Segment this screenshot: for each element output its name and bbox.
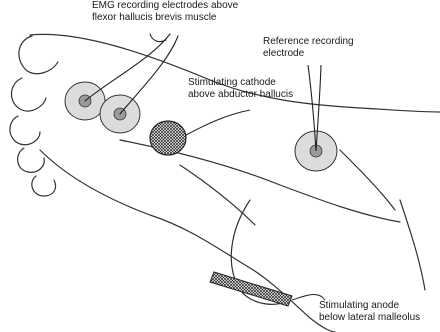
stimulating-cathode	[150, 110, 250, 155]
cathode-wire	[186, 110, 250, 135]
reference-electrode-label: Reference recording electrode	[263, 36, 354, 60]
stimulating-cathode-label: Stimulating cathode above abductor hallu…	[188, 77, 293, 101]
toe-4-outline	[18, 148, 45, 172]
emg-electrodes-label: EMG recording electrodes above flexor ha…	[92, 0, 238, 24]
anode-label-line1: Stimulating anode	[319, 300, 420, 312]
reference-label-line1: Reference recording	[263, 36, 354, 48]
emg-label-line2: flexor hallucis brevis muscle	[92, 12, 238, 24]
emg-label-line1: EMG recording electrodes above	[92, 0, 238, 12]
reference-electrode	[295, 65, 337, 171]
toe-5-outline	[32, 176, 56, 196]
stimulating-anode	[210, 272, 325, 306]
toe-3-outline	[10, 116, 40, 145]
toes	[10, 36, 58, 196]
cathode-label-line2: above abductor hallucis	[188, 89, 293, 101]
stimulating-anode-label: Stimulating anode below lateral malleolu…	[319, 300, 420, 324]
anode-label-line2: below lateral malleolus	[319, 312, 420, 324]
toe-2-outline	[12, 78, 47, 111]
big-toe-outline	[19, 36, 58, 74]
reference-label-line2: electrode	[263, 48, 354, 60]
cathode-label-line1: Stimulating cathode	[188, 77, 293, 89]
